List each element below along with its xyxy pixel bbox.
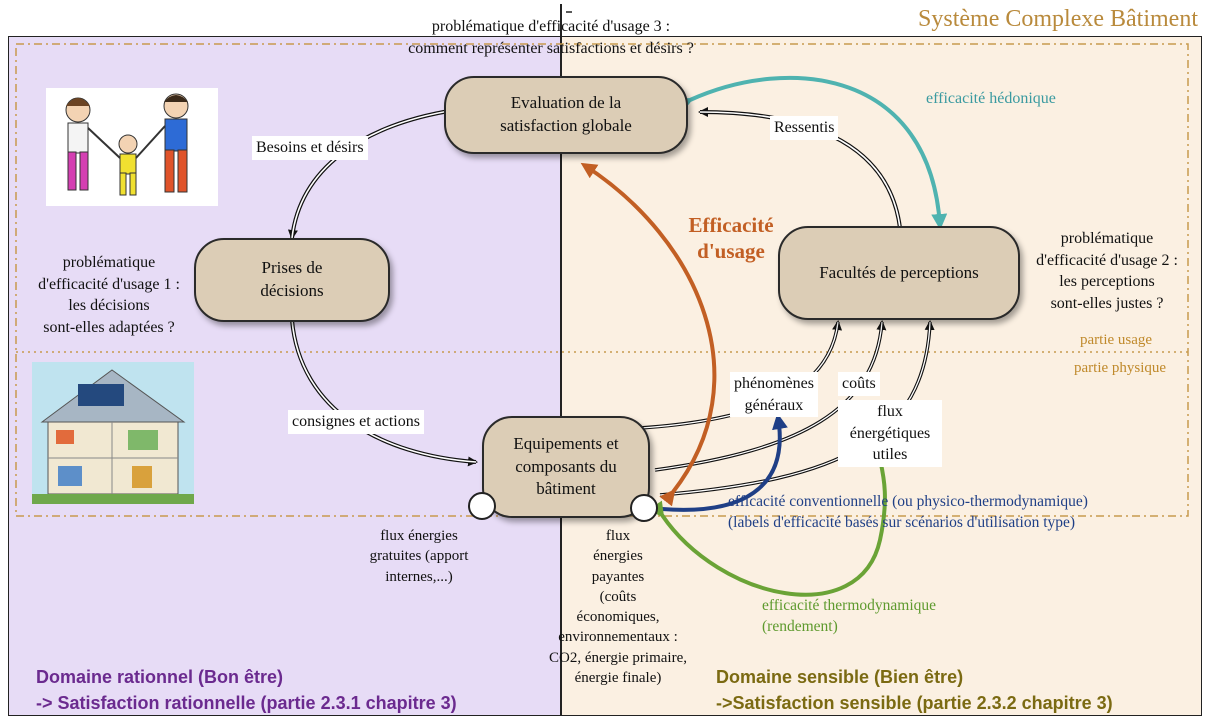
domain-rational-line2: -> Satisfaction rationnelle (partie 2.3.… [36,693,457,714]
label-flux-utiles-line1: flux [877,403,903,420]
label-couts: coûts [838,372,880,396]
domain-sensible-caption: Domaine sensible (Bien être) ->Satisfact… [716,664,1113,716]
label-partie-usage: partie usage [1080,332,1153,348]
usage-dashed-frame [15,43,1189,517]
label-efficacite-usage-line2: d'usage [697,239,765,264]
label-payantes-line8: énergie finale) [574,669,662,686]
box-prises-de-decisions: Prises de décisions [194,238,390,322]
label-thermo-line1: efficacité thermodynamique [762,597,937,614]
house-cutaway-illustration [32,362,194,504]
label-flux-utiles-line3: utiles [872,446,908,464]
free-energy-input-port [468,492,496,520]
problematique-2-line3: les perceptions [1059,273,1155,291]
problematique-2: problématique d'efficacité d'usage 2 : l… [1012,228,1202,314]
label-flux-energies-gratuites: flux énergies gratuites (apport internes… [344,526,494,587]
problematique-2-line4: sont-elles justes ? [1050,294,1164,312]
label-besoins-desirs: Besoins et désirs [252,136,368,160]
label-flux-energetiques-utiles: flux énergétiques utiles [838,400,942,467]
label-flux-energies-payantes: flux énergies payantes (coûts économique… [520,526,716,688]
domain-rational-caption: Domaine rationnel (Bon être) -> Satisfac… [36,664,457,716]
label-efficacite-usage-line1: Efficacité [688,213,774,237]
label-consignes-actions: consignes et actions [288,410,424,434]
problematique-3-line1: problématique d'efficacité d'usage 3 : [431,18,671,35]
diagram-title: Système Complexe Bâtiment [918,6,1198,32]
problematique-2-line1: problématique [1060,230,1154,247]
problematique-1-line1: problématique [62,254,156,271]
label-gratuites-line2: gratuites (apport [369,548,469,565]
box-facultes-perceptions: Facultés de perceptions [778,226,1020,320]
box-evaluation-label: Evaluation de la satisfaction globale [500,93,632,135]
label-efficacite-conventionnelle: efficacité conventionnelle (ou physico-t… [728,492,1088,534]
hedonic-efficiency-arrow [675,76,948,230]
label-phenomenes-line2: généraux [744,396,804,414]
problematique-1: problématique d'efficacité d'usage 1 : l… [14,252,204,338]
problematique-1-line2: d'efficacité d'usage 1 : [38,275,180,293]
label-payantes-line1: flux [605,528,631,544]
label-payantes-line7: CO2, énergie primaire, [548,649,687,666]
problematique-3-line2: comment représenter satisfactions et dés… [408,39,694,57]
label-efficacite-thermodynamique: efficacité thermodynamique (rendement) [762,596,936,638]
label-payantes-line5: économiques, [576,609,660,625]
label-gratuites-line3: internes,...) [385,568,453,585]
label-phenomenes-generaux: phénomènes généraux [730,372,818,418]
problematique-2-line2: d'efficacité d'usage 2 : [1036,251,1178,269]
paid-energy-input-port [630,494,658,522]
label-flux-utiles-line2: énergétiques [849,424,931,442]
problematique-3: problématique d'efficacité d'usage 3 : c… [366,16,736,59]
label-efficacite-hedonique: efficacité hédonique [926,90,1056,107]
box-facultes-label: Facultés de perceptions [819,262,979,282]
label-partie-physique: partie physique [1074,360,1167,376]
label-conventionnelle-line1: efficacité conventionnelle (ou physico-t… [728,493,1088,510]
domain-rational-line1: Domaine rationnel (Bon être) [36,667,284,687]
label-payantes-line6: environnementaux : [558,629,678,646]
label-payantes-line2: énergies [593,548,643,565]
box-evaluation-satisfaction: Evaluation de la satisfaction globale [444,76,688,154]
box-equipements-label: Equipements et composants du bâtiment [513,433,619,499]
arrow-besoins [287,108,456,240]
label-payantes-line3: payantes [591,568,645,585]
problematique-1-line4: sont-elles adaptées ? [43,318,175,336]
family-illustration [46,88,218,206]
label-ressentis: Ressentis [770,116,839,140]
label-phenomenes-line1: phénomènes [734,375,814,392]
domain-sensible-line2: ->Satisfaction sensible (partie 2.3.2 ch… [716,693,1113,714]
label-efficacite-usage: Efficacité d'usage [676,212,786,265]
domain-divider [560,4,562,716]
problematique-1-line3: les décisions [68,297,150,315]
label-conventionnelle-line2: (labels d'efficacité basés sur scénarios… [728,513,1076,531]
label-thermo-line2: (rendement) [762,617,838,635]
box-equipements: Equipements et composants du bâtiment [482,416,650,518]
label-gratuites-line1: flux énergies [380,528,458,544]
label-payantes-line4: (coûts [599,588,637,605]
domain-sensible-line1: Domaine sensible (Bien être) [716,667,964,687]
box-decisions-label: Prises de décisions [260,258,324,300]
